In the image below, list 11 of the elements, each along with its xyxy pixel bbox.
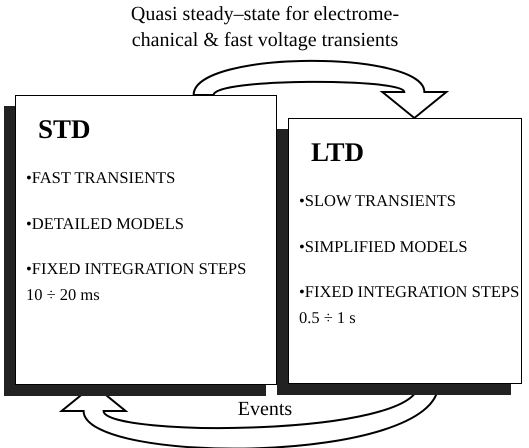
curved-block-arrow <box>192 60 448 119</box>
bullet-text: •FIXED INTEGRATION STEPS 0.5 ÷ 1 s <box>299 281 520 329</box>
bullet-text: •SLOW TRANSIENTS <box>299 190 456 212</box>
box-title: STD <box>38 114 91 145</box>
edge-label: Quasi steady–state for electrome- chanical & fast voltage transients <box>130 2 400 53</box>
bullet-text: •SIMPLIFIED MODELS <box>299 236 468 258</box>
bullet-text: •DETAILED MODELS <box>26 212 184 235</box>
bullet-text: •FIXED INTEGRATION STEPS 10 ÷ 20 ms <box>26 258 248 306</box>
box-title: LTD <box>311 137 364 168</box>
edge-label: Events <box>236 397 294 422</box>
bullet-text: •FAST TRANSIENTS <box>26 167 176 189</box>
